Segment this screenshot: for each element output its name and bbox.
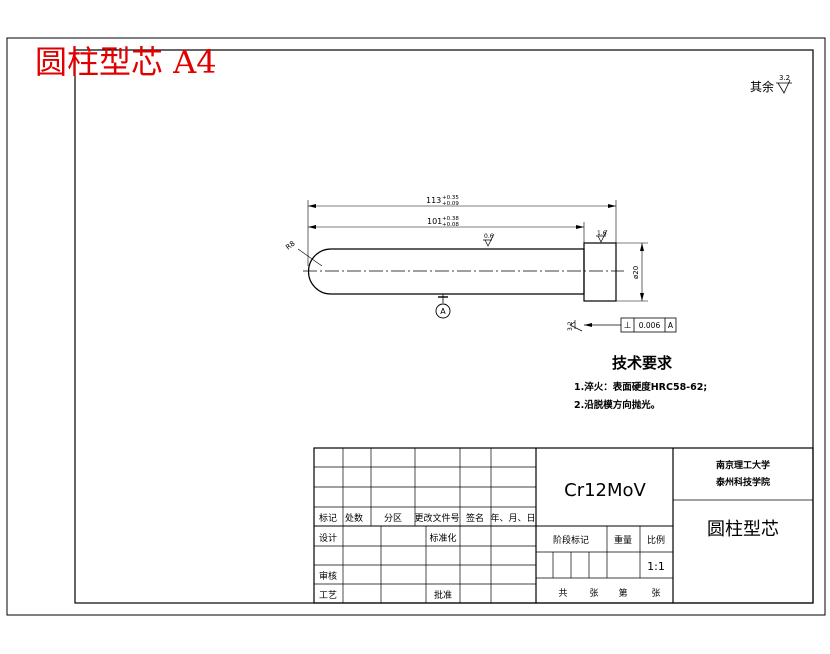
- label-standardize: 标准化: [429, 532, 456, 544]
- school-name-2: 泰州科技学院: [715, 476, 770, 488]
- tolerance-value: 0.006: [639, 321, 661, 330]
- sheet-title: 圆柱型芯 A4: [35, 43, 217, 81]
- outer-frame: [6, 37, 826, 616]
- diameter-label: ø20: [632, 266, 640, 279]
- general-roughness-note: 其余 3.2: [750, 74, 792, 94]
- pin-body: [307, 248, 585, 295]
- rev-header-count: 处数: [345, 512, 363, 524]
- roughness-end-icon: [596, 229, 608, 243]
- roughness-note-label: 其余: [750, 79, 774, 94]
- dim-cylinder-nominal: 101: [427, 217, 442, 226]
- rev-header-zone: 分区: [384, 513, 402, 524]
- part-name: 圆柱型芯: [707, 519, 779, 540]
- label-approve: 批准: [434, 589, 452, 601]
- label-sheets-1: 张: [589, 588, 598, 599]
- label-weight: 重量: [614, 534, 632, 546]
- rev-header-date: 年、月、日: [490, 512, 535, 524]
- label-sheets-2: 张: [651, 588, 660, 599]
- roughness-face-value: 3.2: [567, 321, 574, 331]
- label-design: 设计: [319, 532, 337, 544]
- school-name-1: 南京理工大学: [716, 459, 770, 471]
- label-stage-mark: 阶段标记: [553, 534, 589, 546]
- tolerance-frame: [620, 317, 677, 333]
- material-label: Cr12MoV: [564, 480, 646, 501]
- label-page: 第: [618, 587, 627, 599]
- label-total: 共: [558, 588, 567, 599]
- title-block: [313, 447, 814, 604]
- tolerance-datum: A: [668, 321, 674, 330]
- part-view: [297, 200, 677, 333]
- roughness-end-value: 1.6: [597, 230, 607, 237]
- perpendicularity-icon: ⊥: [624, 321, 632, 331]
- radius-leader: [297, 248, 323, 267]
- pin-head: [583, 242, 617, 302]
- label-scale: 比例: [647, 534, 665, 546]
- datum-label: A: [440, 307, 446, 316]
- rev-header-mark: 标记: [319, 512, 337, 524]
- radius-label: R8: [284, 240, 296, 252]
- roughness-body-value: 0.6: [484, 233, 494, 240]
- tech-requirements-title: 技术要求: [612, 354, 673, 372]
- roughness-face-icon: [569, 320, 583, 332]
- dim-cylinder-upper: +0.38: [442, 216, 459, 222]
- tech-requirement-1: 1.淬火：表面硬度HRC58-62;: [574, 381, 707, 393]
- dim-overall-lower: +0.09: [442, 201, 459, 207]
- tech-requirement-2: 2.沿脱模方向抛光。: [574, 399, 660, 411]
- dim-cylinder-lower: +0.08: [442, 222, 459, 228]
- scale-value: 1:1: [647, 560, 665, 573]
- roughness-body-icon: [483, 233, 495, 247]
- dim-overall-upper: +0.35: [442, 195, 459, 201]
- roughness-symbol-icon: [776, 79, 792, 94]
- label-review: 审核: [319, 570, 337, 582]
- datum-circle: [435, 303, 451, 319]
- rev-header-signature: 签名: [466, 512, 484, 524]
- rev-header-doc-no: 更改文件号: [414, 512, 459, 524]
- gdt-arrow: [584, 323, 592, 327]
- label-process: 工艺: [319, 590, 337, 601]
- dim-overall-nominal: 113: [426, 196, 441, 205]
- roughness-note-value: 3.2: [779, 74, 790, 82]
